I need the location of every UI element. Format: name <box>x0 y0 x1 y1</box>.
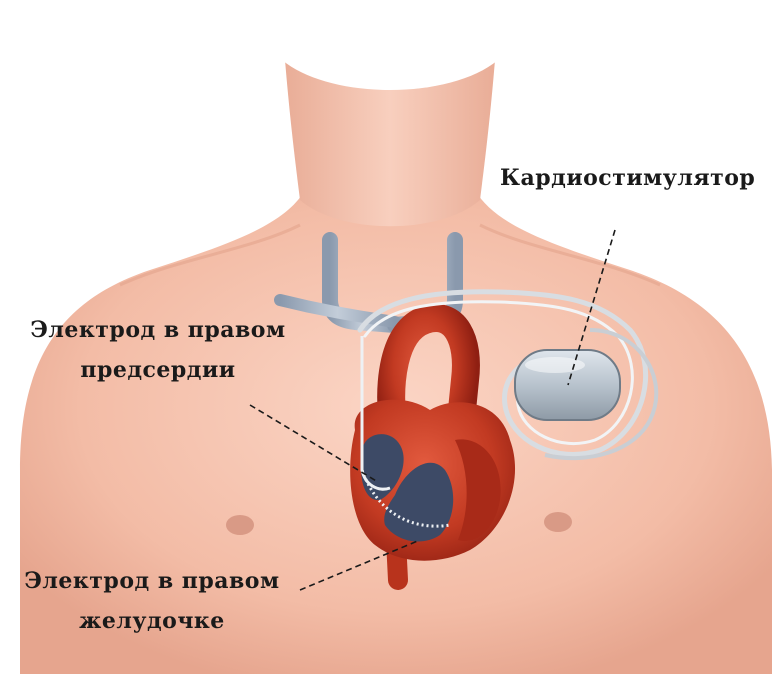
label-pacemaker: Кардиостимулятор <box>500 165 780 191</box>
label-pacemaker-text: Кардиостимулятор <box>500 165 755 191</box>
nipple-right <box>544 512 572 532</box>
label-ventricle-electrode: Электрод в правом желудочке <box>2 568 302 634</box>
label-atrium-line1: Электрод в правом <box>8 317 308 343</box>
nipple-left <box>226 515 254 535</box>
label-atrium-line2: предсердии <box>8 357 308 383</box>
label-ventricle-line1: Электрод в правом <box>2 568 302 594</box>
label-atrium-electrode: Электрод в правом предсердии <box>8 317 308 383</box>
label-ventricle-line2: желудочке <box>2 608 302 634</box>
